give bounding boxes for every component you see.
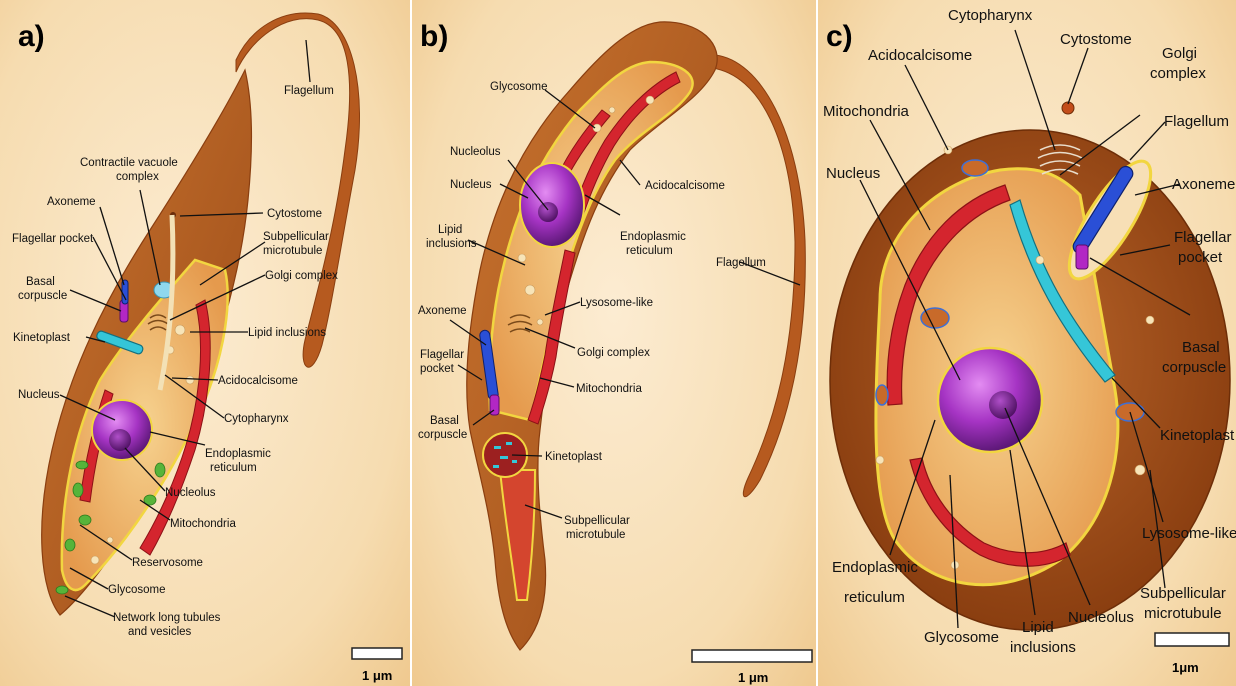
panel-a-nucleolus-shape: [109, 429, 131, 451]
label-b-basal-1: Basal: [430, 415, 459, 427]
label-a-contractile-1: Contractile vacuole: [80, 157, 178, 169]
panel-b-illustration: [467, 22, 806, 650]
label-c-nucleus: Nucleus: [826, 165, 880, 182]
label-a-acidocalcisome: Acidocalcisome: [218, 375, 298, 387]
label-a-subpellicular-2: microtubule: [263, 245, 322, 257]
label-c-lipid-1: Lipid: [1022, 619, 1054, 636]
label-a-glycosome: Glycosome: [108, 584, 166, 596]
label-a-contractile-2: complex: [116, 171, 159, 183]
label-b-subpellicular-2: microtubule: [566, 529, 625, 541]
label-b-mitochondria: Mitochondria: [576, 383, 642, 395]
label-b-subpellicular-1: Subpellicular: [564, 515, 630, 527]
label-b-axoneme: Axoneme: [418, 305, 467, 317]
label-a-network-2: and vesicles: [128, 626, 192, 638]
label-c-lipid-2: inclusions: [1010, 639, 1076, 656]
label-b-nucleolus: Nucleolus: [450, 146, 501, 158]
label-a-cytopharynx: Cytopharynx: [224, 413, 289, 425]
label-b-lipid-1: Lipid: [438, 224, 462, 236]
label-b-nucleus: Nucleus: [450, 179, 492, 191]
panel-b-letter: b): [420, 20, 448, 53]
label-a-reservosome: Reservosome: [132, 557, 203, 569]
panel-a-scale-bar: [352, 648, 402, 659]
label-c-nucleolus: Nucleolus: [1068, 609, 1134, 626]
label-b-lipid-2: inclusions: [426, 238, 477, 250]
label-a-cytostome: Cytostome: [267, 208, 322, 220]
label-c-er-1: Endoplasmic: [832, 559, 918, 576]
label-b-glycosome: Glycosome: [490, 81, 548, 93]
label-a-er-1: Endoplasmic: [205, 448, 271, 460]
label-b-flagellum: Flagellum: [716, 257, 766, 269]
label-a-nucleolus: Nucleolus: [165, 487, 216, 499]
label-c-mitochondria: Mitochondria: [823, 103, 910, 120]
panel-c-letter: c): [826, 20, 853, 53]
label-a-basal-1: Basal: [26, 276, 55, 288]
label-b-flagellar-pocket-1: Flagellar: [420, 349, 464, 361]
panel-c-nucleolus-shape: [989, 391, 1017, 419]
label-b-kinetoplast: Kinetoplast: [545, 451, 603, 463]
label-a-kinetoplast: Kinetoplast: [13, 332, 71, 344]
label-a-basal-2: corpuscle: [18, 290, 67, 302]
label-a-er-2: reticulum: [210, 462, 257, 474]
label-a-flagellar-pocket: Flagellar pocket: [12, 233, 94, 245]
label-a-mitochondria: Mitochondria: [170, 518, 236, 530]
panel-a-letter: a): [18, 20, 45, 53]
label-c-acidocalcisome: Acidocalcisome: [868, 47, 972, 64]
panel-b-scale-bar: [692, 650, 812, 662]
label-c-cytopharynx: Cytopharynx: [948, 7, 1033, 24]
panel-a-flagellum-shape: [236, 13, 360, 367]
label-c-er-2: reticulum: [844, 589, 905, 606]
label-a-axoneme: Axoneme: [47, 196, 96, 208]
label-c-basal-2: corpuscle: [1162, 359, 1226, 376]
label-b-flagellar-pocket-2: pocket: [420, 363, 455, 375]
label-c-subpellicular-1: Subpellicular: [1140, 585, 1226, 602]
label-b-acidocalcisome: Acidocalcisome: [645, 180, 725, 192]
panel-b-flagellum-shape: [712, 55, 805, 497]
panel-a-scale-label: 1 μm: [362, 668, 392, 683]
label-b-er-2: reticulum: [626, 245, 673, 257]
label-c-flagellar-pocket-1: Flagellar: [1174, 229, 1232, 246]
label-a-golgi: Golgi complex: [265, 270, 338, 282]
label-a-flagellum: Flagellum: [284, 85, 334, 97]
label-c-glycosome: Glycosome: [924, 629, 999, 646]
label-b-er-1: Endoplasmic: [620, 231, 686, 243]
label-a-network-1: Network long tubules: [113, 612, 221, 624]
label-a-subpellicular-1: Subpellicular: [263, 231, 329, 243]
label-c-cytostome: Cytostome: [1060, 31, 1132, 48]
label-c-golgi-1: Golgi: [1162, 45, 1197, 62]
label-b-basal-2: corpuscle: [418, 429, 467, 441]
label-b-lysosome: Lysosome-like: [580, 297, 653, 309]
label-a-nucleus: Nucleus: [18, 389, 60, 401]
panel-c-scale-label: 1μm: [1172, 660, 1199, 675]
label-c-basal-1: Basal: [1182, 339, 1220, 356]
panel-b-nucleolus-shape: [538, 202, 558, 222]
label-c-flagellum: Flagellum: [1164, 113, 1229, 130]
label-b-golgi: Golgi complex: [577, 347, 650, 359]
label-c-kinetoplast: Kinetoplast: [1160, 427, 1235, 444]
label-a-lipid: Lipid inclusions: [248, 327, 326, 339]
label-c-flagellar-pocket-2: pocket: [1178, 249, 1223, 266]
label-c-lysosome: Lysosome-like: [1142, 525, 1236, 542]
label-c-subpellicular-2: microtubule: [1144, 605, 1222, 622]
label-c-golgi-2: complex: [1150, 65, 1206, 82]
panel-c-scale-bar: [1155, 633, 1229, 646]
label-c-axoneme: Axoneme: [1172, 176, 1235, 193]
panel-b-scale-label: 1 μm: [738, 670, 768, 685]
